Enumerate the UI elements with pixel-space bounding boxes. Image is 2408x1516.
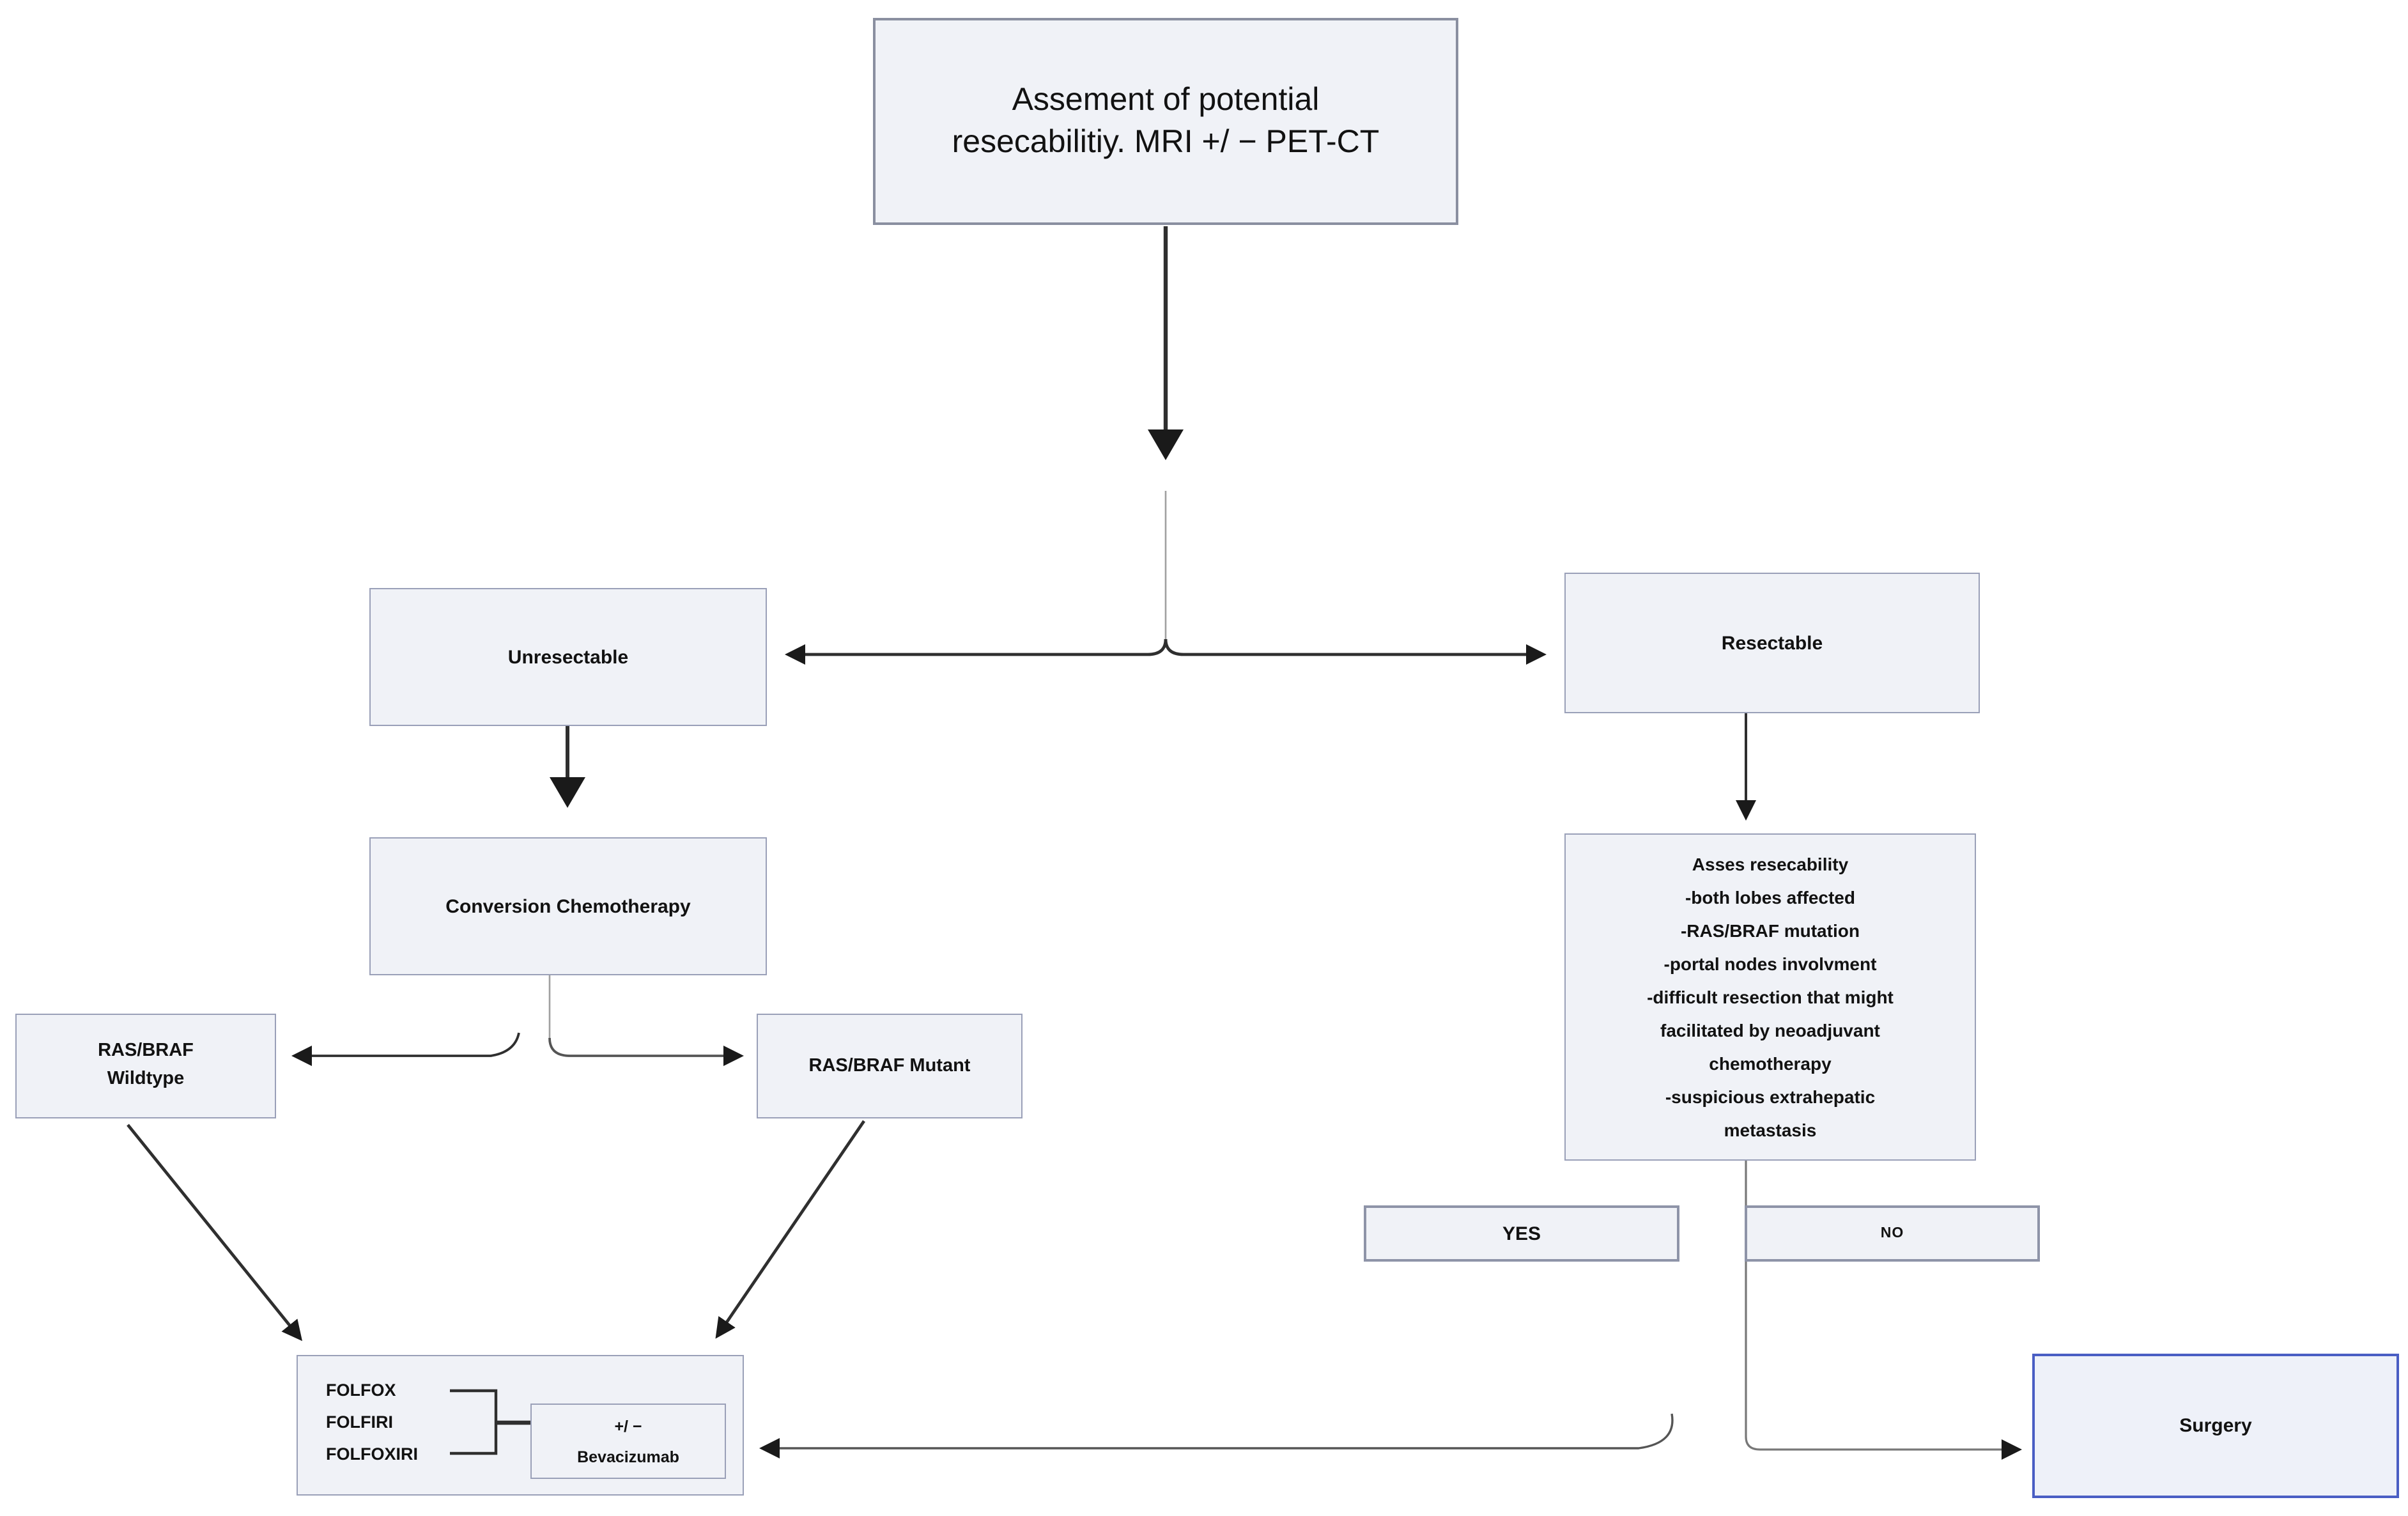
arrow-yes-folfox: [759, 1413, 1674, 1458]
wildtype-label: RAS/BRAF Wildtype: [98, 1040, 194, 1090]
node-surgery: Surgery: [2032, 1354, 2399, 1498]
yes-label: YES: [1502, 1223, 1541, 1244]
bevacizumab-label: +/ − Bevacizumab: [577, 1417, 679, 1466]
node-bevacizumab: +/ − Bevacizumab: [530, 1404, 726, 1479]
arrow-to-resectable: [1164, 638, 1547, 665]
node-resectable: Resectable: [1564, 573, 1980, 713]
arrow-mutant-folfox: [715, 1120, 865, 1339]
mutant-label: RAS/BRAF Mutant: [808, 1056, 971, 1076]
node-conversion-chemotherapy: Conversion Chemotherapy: [369, 837, 767, 975]
arrow-to-unresectable: [785, 638, 1168, 665]
folfox-label: FOLFOX FOLFIRI FOLFOXIRI: [326, 1381, 418, 1464]
assess-criteria-label: Asses resecability -both lobes affected …: [1647, 854, 1894, 1140]
node-ras-braf-mutant: RAS/BRAF Mutant: [757, 1014, 1023, 1118]
arrow-to-mutant: [548, 1037, 744, 1066]
node-unresectable: Unresectable: [369, 588, 767, 726]
arrow-no-surgery: [1745, 1161, 2022, 1460]
node-yes: YES: [1364, 1205, 1679, 1262]
conversion-label: Conversion Chemotherapy: [445, 895, 691, 917]
node-ras-braf-wildtype: RAS/BRAF Wildtype: [15, 1014, 276, 1118]
unresectable-label: Unresectable: [507, 646, 629, 668]
node-no: NO: [1745, 1205, 2040, 1262]
no-label: NO: [1880, 1226, 1904, 1241]
arrow-wildtype-folfox: [127, 1124, 303, 1342]
arrow-to-wildtype: [291, 1032, 520, 1066]
node-assess-resectability-criteria: Asses resecability -both lobes affected …: [1564, 833, 1976, 1161]
surgery-label: Surgery: [2179, 1415, 2252, 1437]
assessment-label: Assement of potential resecabilitiy. MRI…: [952, 81, 1380, 160]
resectable-label: Resectable: [1721, 632, 1823, 654]
node-assessment: Assement of potential resecabilitiy. MRI…: [873, 18, 1458, 225]
